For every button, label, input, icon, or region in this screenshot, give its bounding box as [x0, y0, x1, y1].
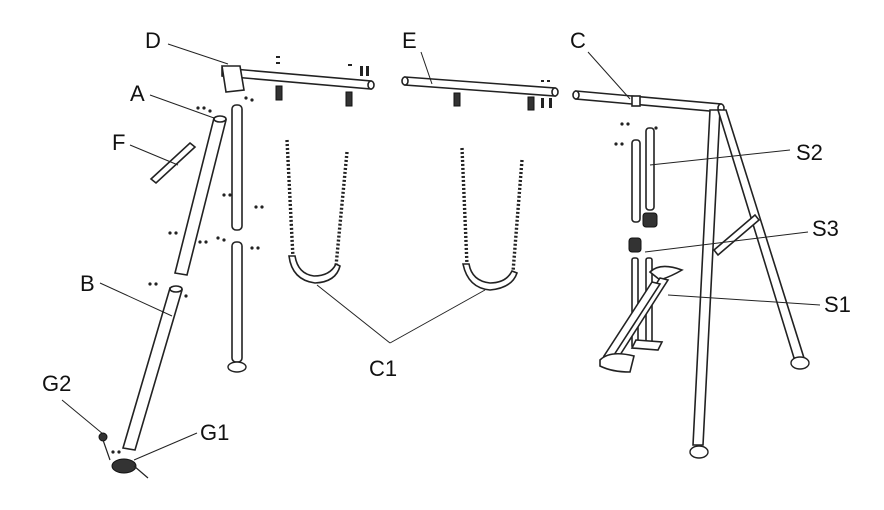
vertical-leg-left: [227, 104, 247, 373]
beam-d: [221, 65, 375, 93]
swing-hooks-left: [275, 56, 369, 107]
glider-pivot-s3: [628, 212, 658, 253]
label-b: B: [80, 271, 95, 296]
label-f: F: [112, 130, 125, 155]
label-s1: S1: [824, 292, 851, 317]
label-c: C: [570, 28, 586, 53]
hardware-right: [614, 122, 658, 146]
label-c1: C1: [369, 356, 397, 381]
swing-right: [460, 147, 524, 291]
label-s2: S2: [796, 140, 823, 165]
leg-b: [121, 285, 184, 451]
label-a: A: [130, 81, 145, 106]
foot-g1: [111, 458, 149, 479]
label-g1: G1: [200, 420, 229, 445]
beam-c: [572, 90, 725, 113]
swing-left: [285, 139, 349, 284]
beam-e: [401, 76, 559, 111]
label-e: E: [402, 28, 417, 53]
hardware-left: [111, 96, 264, 454]
label-d: D: [145, 28, 161, 53]
leg-a: [174, 115, 227, 276]
a-frame-right: [689, 109, 810, 459]
peg-g2: [98, 432, 111, 461]
label-s3: S3: [812, 216, 839, 241]
glider-seat-s1: [599, 265, 684, 373]
leader-lines: [61, 43, 821, 461]
label-g2: G2: [42, 371, 71, 396]
